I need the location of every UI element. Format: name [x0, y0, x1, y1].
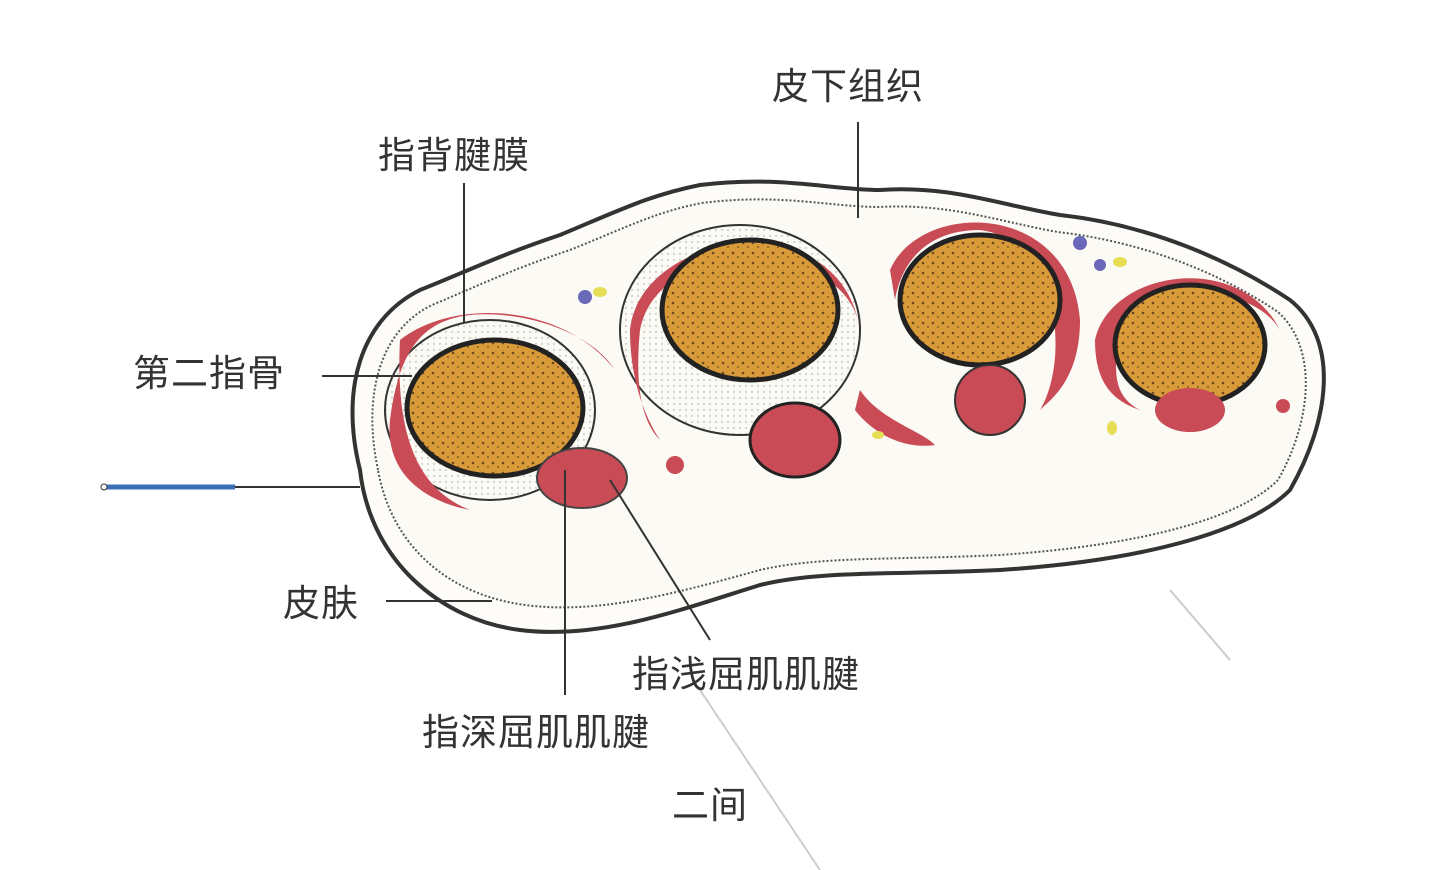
label-second-phalanx: 第二指骨 — [133, 352, 285, 395]
label-extensor-expansion: 指背腱膜 — [378, 134, 530, 177]
label-subcutaneous-tissue: 皮下组织 — [772, 65, 924, 108]
fdp-tendon-shape — [536, 447, 628, 509]
second-phalanx-bone — [404, 337, 586, 479]
label-skin: 皮肤 — [283, 582, 359, 625]
label-fds-tendon: 指浅屈肌肌腱 — [632, 653, 860, 696]
label-fdp-tendon: 指深屈肌肌腱 — [422, 711, 650, 754]
leader-fds — [609, 479, 711, 641]
label-acupoint-erjian: 二间 — [672, 784, 748, 827]
